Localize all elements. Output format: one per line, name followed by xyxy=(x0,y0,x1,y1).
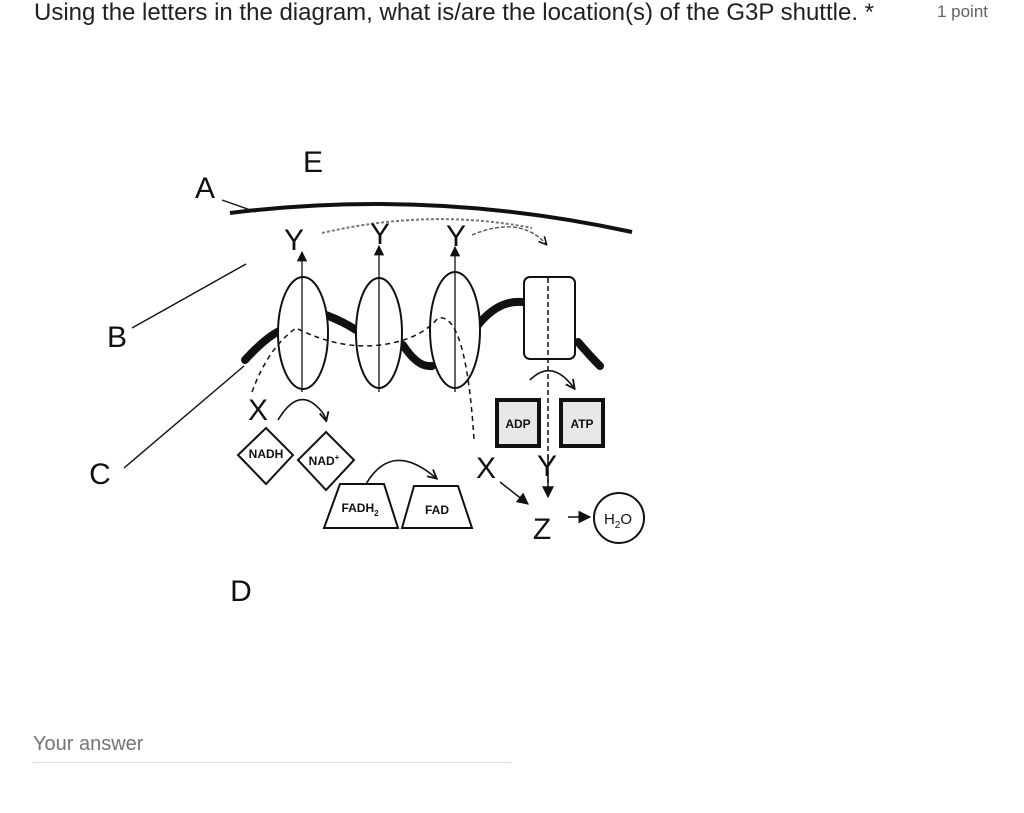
svg-text:H2O: H2O xyxy=(604,511,632,531)
label-x-2: X xyxy=(476,452,496,485)
question-text: Using the letters in the diagram, what i… xyxy=(34,0,858,26)
adp-box xyxy=(495,398,541,448)
water-h: H xyxy=(604,511,615,528)
label-a-leader xyxy=(221,199,257,213)
label-b: B xyxy=(107,321,127,354)
label-c-leader xyxy=(123,365,245,469)
fadh2-sub: 2 xyxy=(374,509,379,518)
water-circle xyxy=(593,492,645,544)
nadh-label: NADH xyxy=(249,447,284,461)
complex-1 xyxy=(277,276,329,390)
nad-charge: + xyxy=(335,453,340,462)
label-y-4: Y xyxy=(537,450,557,483)
svg-text:FADH2: FADH2 xyxy=(341,501,379,518)
outer-membrane xyxy=(229,201,633,234)
label-e: E xyxy=(303,146,323,179)
adp-label: ADP xyxy=(505,417,530,431)
points-label: 1 point xyxy=(936,2,988,21)
label-x-1: X xyxy=(248,394,268,427)
question-title: Using the letters in the diagram, what i… xyxy=(34,0,874,32)
required-marker: * xyxy=(864,0,874,26)
electron-path xyxy=(251,317,475,441)
mitochondrial-diagram: NADH NAD+ FADH2 FAD ADP ATP H2O A B C D … xyxy=(89,146,645,608)
label-y-3: Y xyxy=(446,220,466,253)
label-y-1: Y xyxy=(284,224,304,257)
atp-box xyxy=(559,398,605,448)
proton-gradient-arrow xyxy=(321,218,533,234)
fadh2-box xyxy=(322,483,400,529)
fadh2-label: FADH xyxy=(341,501,374,515)
inner-membrane xyxy=(241,297,604,371)
nad-box xyxy=(296,430,356,492)
atp-synthase xyxy=(523,276,576,360)
label-a: A xyxy=(195,172,215,205)
label-c: C xyxy=(89,458,111,491)
nadh-box xyxy=(236,426,295,486)
answer-input[interactable] xyxy=(33,726,511,763)
label-z: Z xyxy=(533,513,551,546)
svg-text:NAD+: NAD+ xyxy=(309,453,340,468)
water-sub: 2 xyxy=(615,520,621,531)
label-d: D xyxy=(230,575,252,608)
atp-label: ATP xyxy=(570,417,593,431)
fad-box xyxy=(400,485,474,529)
fad-label: FAD xyxy=(425,503,449,517)
nad-label: NAD xyxy=(309,454,335,468)
label-y-2: Y xyxy=(370,218,390,251)
water-o: O xyxy=(620,511,632,528)
label-b-leader xyxy=(131,263,247,329)
